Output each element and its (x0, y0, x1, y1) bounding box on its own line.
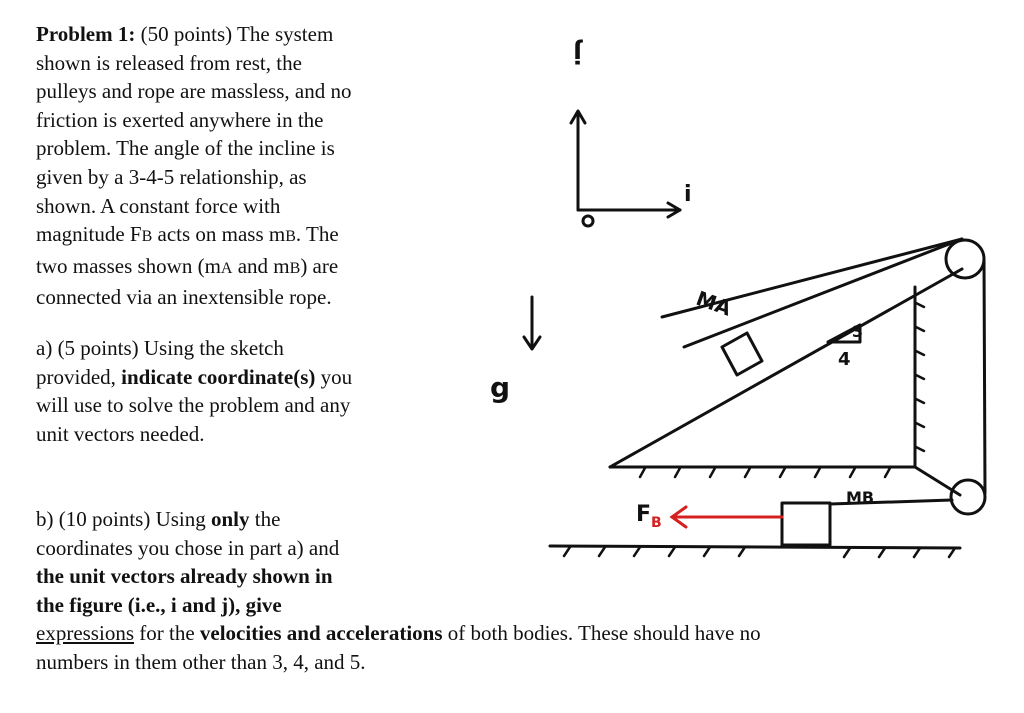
lower-pulley (949, 478, 987, 516)
part-b-line1-bold: only (211, 507, 250, 531)
part-a-line-1: a) (5 points) Using the sketch (36, 336, 284, 360)
part-b-line1-post: the (249, 507, 281, 531)
rope-vertical (982, 257, 987, 495)
rope-lower (828, 498, 954, 506)
part-a-line-3: will use to solve the problem and any (36, 393, 351, 418)
wall-hatching (914, 301, 926, 453)
line8-pre: magnitude F (36, 222, 142, 247)
mass-a-label: MA (693, 286, 735, 321)
problem-line-5: problem. The angle of the incline is (36, 136, 335, 161)
part-b-line5-underline: expressions (36, 621, 134, 646)
part-a-line2-bold: indicate coordinate(s) (121, 364, 316, 389)
part-a-line2-pre: provided, (36, 364, 122, 389)
floor-hatching (562, 545, 957, 559)
mass-b-block (780, 501, 832, 547)
problem-line-1: Problem 1: (50 points) The system (36, 20, 416, 49)
part-b-line-4: the figure (i.e., i and j), give (36, 591, 396, 620)
g-label: g (490, 371, 510, 404)
problem-line-9: two masses shown (mA and mB) are (36, 252, 416, 284)
mass-a-block (720, 331, 764, 377)
pulley-incline-figure: j i g MA MB 3 4 FB (490, 38, 987, 559)
line9-pre: two masses shown (m (36, 253, 221, 278)
line8-post: . The (295, 222, 339, 247)
part-a: a) (5 points) Using the sketch provided,… (36, 334, 416, 448)
line8-sub1: B (141, 228, 153, 246)
slope-side-4-label: 4 (838, 349, 851, 370)
part-b-line5-pre: for the (134, 621, 200, 646)
base-hatching (638, 466, 892, 479)
rope-upper-2 (660, 237, 964, 319)
incline-hypotenuse (608, 267, 964, 469)
part-b-line-5: expressions for the velocities and accel… (36, 619, 761, 648)
line9-sub2: B (289, 259, 301, 277)
line8-mid: acts on mass m (152, 222, 286, 247)
force-fb-label: FB (636, 502, 662, 531)
line8-sub2: B (285, 228, 296, 246)
rope-upper (682, 237, 964, 349)
part-a-line-2: provided, indicate coordinate(s) you (36, 363, 416, 392)
problem-line-4: friction is exerted anywhere in the (36, 107, 324, 132)
j-arrowhead-icon (569, 109, 587, 125)
problem-points: (50 points) The system (140, 22, 334, 46)
line9-mid: and m (232, 253, 290, 278)
part-b-line5-post: of both bodies. These should have no (442, 621, 761, 646)
origin-marker (581, 214, 595, 228)
line9-sub1: A (220, 259, 233, 277)
problem-line-7: shown. A constant force with (36, 193, 281, 218)
part-b: b) (10 points) Using only the coordinate… (36, 505, 761, 677)
slope-side-3-label: 3 (852, 322, 863, 341)
problem-title: Problem 1: (36, 22, 136, 46)
problem-line-10: connected via an inextensible rope. (36, 285, 332, 310)
force-fb-subscript: B (651, 515, 662, 531)
part-b-line3-bold: the unit vectors already shown in (36, 564, 333, 589)
force-fb-letter: F (636, 502, 651, 527)
part-b-line5-bold: velocities and accelerations (199, 621, 443, 646)
floor-line (548, 544, 962, 550)
i-arrowhead-icon (666, 201, 682, 219)
part-a-line2-post: you (315, 364, 353, 389)
part-b-line4-bold: the figure (i.e., i and j), give (36, 592, 282, 617)
part-b-line-1: b) (10 points) Using only the (36, 505, 396, 534)
problem-line-2: shown is released from rest, the (36, 50, 302, 75)
part-b-line-6: numbers in them other than 3, 4, and 5. (36, 649, 366, 674)
problem-statement: Problem 1: (50 points) The system shown … (36, 20, 416, 312)
force-fb-arrowhead-icon (669, 505, 688, 529)
part-b-line-2: coordinates you chose in part a) and (36, 535, 340, 560)
mass-b-label: MB (846, 488, 874, 507)
part-a-line-4: unit vectors needed. (36, 421, 205, 446)
part-b-line1-pre: b) (10 points) Using (36, 507, 211, 531)
problem-line-8: magnitude FB acts on mass mB. The (36, 220, 416, 252)
problem-line-3: pulleys and rope are massless, and no (36, 79, 352, 104)
line9-post: ) are (300, 253, 339, 278)
j-unit-label: j (573, 38, 583, 68)
part-b-line-3: the unit vectors already shown in (36, 562, 396, 591)
i-unit-label: i (684, 182, 692, 207)
slope-triangle (826, 323, 862, 344)
gravity-arrowhead-icon (522, 335, 542, 351)
upper-pulley (944, 238, 986, 280)
problem-line-6: given by a 3-4-5 relationship, as (36, 164, 307, 189)
